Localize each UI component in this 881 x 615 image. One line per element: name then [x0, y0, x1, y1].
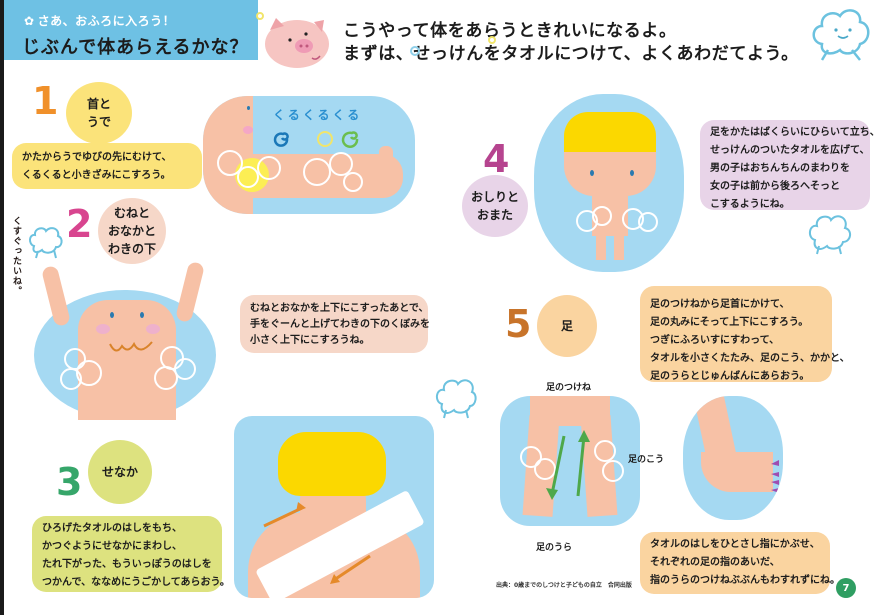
page-number-badge: 7: [836, 578, 856, 598]
bubble-icon: [256, 12, 264, 20]
step-5-toe-text: タオルのはしをひとさし指にかぶせ、 それぞれの足の指のあいだ、 指のうらのつけね…: [640, 532, 840, 594]
swirl-text: くるくるくる: [273, 108, 363, 122]
cloud-mascot-small-icon: [26, 224, 66, 260]
source-credit: 出典：0歳までのしつけと子どもの自立 合同出版: [496, 582, 632, 589]
step-1-number: 1: [32, 79, 59, 123]
step-2-title-badge: むねとおなかとわきの下: [98, 198, 166, 264]
kusuguttai-label: くすぐったいね。: [11, 216, 21, 296]
step-5-illustration-foot: [683, 396, 783, 520]
motion-arrows: [263, 502, 371, 584]
page-edge: [0, 0, 4, 615]
step-2-text: むねとおなかを上下にこすったあとで、 手をぐーんと上げてわきの下のくぼみを 小さ…: [240, 295, 430, 353]
step-4-illustration-bottom: [534, 94, 684, 272]
step-3-title-badge: せなか: [88, 440, 152, 504]
step-5-title-badge: 足: [537, 295, 597, 357]
pig-face-icon: [262, 14, 332, 70]
step-1-illustration-arm: くるくるくる: [203, 96, 415, 214]
bubble-icon: [488, 36, 496, 44]
step-3-number: 3: [56, 460, 83, 504]
step-5-text: 足のつけねから足首にかけて、 足の丸みにそって上下にこすろう。 つぎにふろいすに…: [640, 286, 850, 382]
header-subtitle: ✿さあ、おふろに入ろう！: [24, 14, 176, 28]
step-1-text: かたからうでゆびの先にむけて、 くるくると小きざみにこすろう。: [12, 143, 202, 189]
step-2-illustration-chest: [34, 260, 216, 420]
step-4-title-badge: おしりとおまた: [462, 175, 528, 237]
bubble-icon: [410, 46, 420, 56]
flower-icon: ✿: [24, 14, 35, 28]
page-title: じぶんで体あらえるかな？: [22, 37, 249, 58]
leg-sole-label: 足のうら: [536, 543, 573, 553]
step-5-illustration-legs: [500, 396, 640, 526]
header-banner: ✿さあ、おふろに入ろう！ じぶんで体あらえるかな？: [4, 0, 258, 60]
leg-top-label: 足のこう: [628, 455, 665, 465]
intro-text: こうやって体をあらうときれいになるよ。 まずは、せっけんをタオルにつけて、よくあ…: [343, 21, 799, 64]
step-3-illustration-back: [234, 416, 434, 598]
cloud-mascot-right-icon: [805, 212, 853, 256]
step-4-number: 4: [483, 137, 510, 181]
leg-root-label: 足のつけね: [546, 383, 592, 393]
step-1-title-badge: 首とうで: [66, 82, 132, 144]
swirl-icons: [273, 131, 359, 148]
step-2-number: 2: [66, 202, 93, 246]
toe-arrows: [771, 460, 779, 493]
step-3-text: ひろげたタオルのはしをもち、 かつぐようにせなかにまわし、 たれ下がった、もうい…: [32, 516, 230, 592]
direction-arrows: [546, 430, 590, 500]
step-5-number: 5: [505, 302, 532, 346]
step-4-text: 足をかたはばくらいにひらいて立ち、 せっけんのついたタオルを広げて、 男の子はお…: [700, 120, 880, 210]
cloud-mascot-mid-icon: [432, 376, 478, 420]
cloud-mascot-icon: [808, 4, 874, 64]
